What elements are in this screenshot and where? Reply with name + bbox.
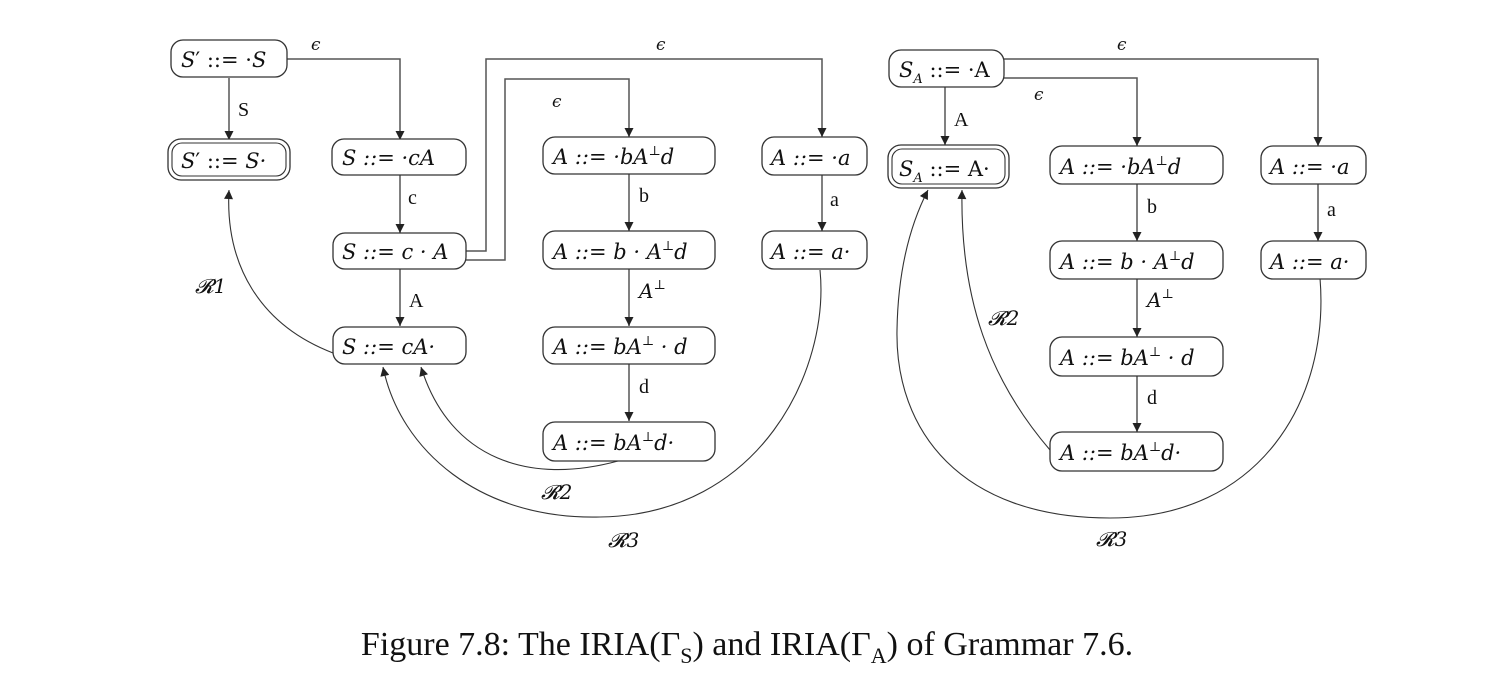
edge-label-a: a (830, 189, 839, 211)
svg-text:S′ ::= ·S: S′ ::= ·S (181, 48, 266, 72)
edge-t0-b4 (1004, 58, 1323, 146)
edge-label-epsilon: ϵ (552, 92, 562, 112)
edge-s3-a0 (466, 78, 634, 261)
iria-gamma-a: A ϵ ϵ b A⊥ d a 𝓡2 𝓡3 SA ::= ·A SA ::= A· (887, 35, 1367, 551)
svg-text:S′ ::= S·: S′ ::= S· (181, 149, 266, 173)
state-a-dot-a: A ::= ·a (1260, 145, 1367, 185)
edge-s0-s2 (287, 58, 405, 140)
state-a-dot-a: A ::= ·a (761, 136, 868, 176)
state-s-cA-dot: S ::= cA· (332, 326, 467, 365)
edge-s3-a4 (466, 58, 827, 252)
state-a-a-dot: A ::= a· (761, 230, 868, 270)
state-a-dot-bAd: A ::= ·bA⊥d (1049, 145, 1224, 185)
state-s-c-dot-A: S ::= c · A (332, 232, 467, 270)
figure-caption: Figure 7.8: The IRIA(ΓS) and IRIA(ΓA) of… (0, 626, 1494, 669)
state-sa-accept: SA ::= A· (887, 144, 1010, 189)
edge-label-epsilon: ϵ (311, 35, 321, 55)
svg-text:SA ::= A·: SA ::= A· (899, 157, 990, 186)
reduction-label-R2: 𝓡2 (988, 306, 1019, 330)
reduction-R3 (380, 269, 822, 518)
svg-text:A ::= bA⊥d·: A ::= bA⊥d· (551, 430, 674, 455)
edge-label-A: A (409, 290, 424, 312)
state-a-b-dot-Ad: A ::= b · A⊥d (1049, 240, 1224, 280)
edge-label-A-perp: A⊥ (637, 278, 666, 303)
state-a-a-dot: A ::= a· (1260, 240, 1367, 280)
edge-label-epsilon: ϵ (656, 35, 666, 55)
svg-text:A ::= a·: A ::= a· (769, 240, 850, 264)
edge-label-b: b (1147, 196, 1157, 218)
svg-text:SA ::= ·A: SA ::= ·A (899, 58, 991, 87)
state-sa-dot-A: SA ::= ·A (888, 49, 1005, 88)
svg-text:S ::= c · A: S ::= c · A (342, 240, 448, 264)
edge-label-epsilon: ϵ (1117, 35, 1127, 55)
caption-text: ) and IRIA(Γ (692, 626, 871, 663)
edge-label-d: d (639, 376, 649, 398)
reduction-R2 (957, 189, 1051, 451)
reduction-label-R2: 𝓡2 (541, 480, 572, 504)
state-a-dot-bAd: A ::= ·bA⊥d (542, 136, 716, 175)
state-a-bAd-dot: A ::= bA⊥d· (542, 421, 716, 462)
state-a-bA-dot-d: A ::= bA⊥ · d (1049, 336, 1224, 377)
svg-text:A ::= bA⊥ · d: A ::= bA⊥ · d (1058, 345, 1195, 370)
reduction-label-R3: 𝓡3 (608, 528, 639, 552)
svg-text:A ::= ·a: A ::= ·a (1268, 155, 1349, 179)
reduction-R2 (419, 366, 619, 471)
state-s-prime-accept: S′ ::= S· (167, 138, 291, 181)
edge-label-a: a (1327, 199, 1336, 221)
reduction-label-R1: 𝓡1 (195, 274, 226, 298)
state-a-b-dot-Ad: A ::= b · A⊥d (542, 230, 716, 270)
svg-text:A ::= b · A⊥d: A ::= b · A⊥d (551, 239, 688, 264)
caption-subscript: A (870, 642, 887, 668)
state-s-dot-cA: S ::= ·cA (331, 138, 467, 176)
edge-label-S: S (238, 99, 249, 121)
caption-text: ) of Grammar 7.6. (886, 626, 1134, 663)
svg-text:A ::= ·bA⊥d: A ::= ·bA⊥d (551, 144, 674, 169)
state-s-prime-start: S′ ::= ·S (170, 39, 288, 78)
reduction-R3 (896, 189, 1322, 519)
svg-text:A ::= ·a: A ::= ·a (769, 146, 850, 170)
edge-t0-b0 (1004, 77, 1142, 146)
svg-text:S ::= cA·: S ::= cA· (342, 335, 435, 359)
reduction-label-R3: 𝓡3 (1096, 527, 1127, 551)
svg-text:A ::= a·: A ::= a· (1268, 250, 1349, 274)
edge-label-epsilon: ϵ (1034, 85, 1044, 105)
edge-label-b: b (639, 185, 649, 207)
edge-label-A-perp: A⊥ (1145, 287, 1174, 312)
iria-gamma-s: S ϵ c A ϵ ϵ b A⊥ d a 𝓡1 𝓡2 𝓡3 S′ ::= ·S (167, 35, 868, 552)
edge-label-A: A (954, 109, 969, 131)
reduction-R1 (224, 189, 334, 354)
state-a-bAd-dot: A ::= bA⊥d· (1049, 431, 1224, 472)
edge-label-c: c (408, 187, 417, 209)
edge-label-d: d (1147, 387, 1157, 409)
svg-text:A ::= b · A⊥d: A ::= b · A⊥d (1058, 249, 1195, 274)
caption-subscript: S (680, 642, 693, 668)
svg-text:A ::= bA⊥d·: A ::= bA⊥d· (1058, 440, 1181, 465)
svg-text:A ::= bA⊥ · d: A ::= bA⊥ · d (551, 334, 688, 359)
svg-text:S ::= ·cA: S ::= ·cA (342, 146, 435, 170)
state-a-bA-dot-d: A ::= bA⊥ · d (542, 326, 716, 365)
svg-text:A ::= ·bA⊥d: A ::= ·bA⊥d (1058, 154, 1181, 179)
caption-text: Figure 7.8: The IRIA(Γ (360, 626, 681, 663)
